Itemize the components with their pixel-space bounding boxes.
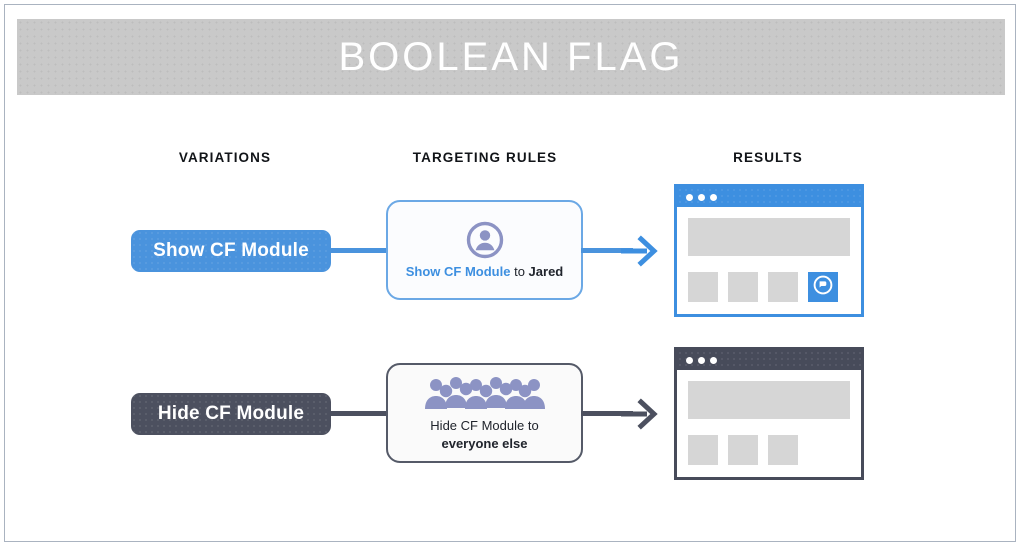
flag-row-show: Show CF Module Show CF Module to Jared <box>5 180 1017 330</box>
column-header-variations: VARIATIONS <box>178 150 272 165</box>
browser-titlebar <box>677 350 861 370</box>
content-tile <box>768 435 798 465</box>
content-tile <box>688 435 718 465</box>
window-dot-icon <box>710 193 717 201</box>
content-tile <box>728 435 758 465</box>
person-circle-icon <box>465 220 505 260</box>
content-tile-flagged <box>808 272 838 302</box>
targeting-rule-card-hide[interactable]: Hide CF Module to everyone else <box>386 363 583 463</box>
content-tile <box>688 272 718 302</box>
window-dot-icon <box>698 356 705 364</box>
content-tile <box>768 272 798 302</box>
variation-pill-hide[interactable]: Hide CF Module <box>131 393 331 435</box>
content-placeholder-hero <box>688 381 850 419</box>
column-header-results: RESULTS <box>733 150 803 165</box>
targeting-rule-text-hide: Hide CF Module to everyone else <box>422 417 546 452</box>
banner: BOOLEAN FLAG <box>17 19 1005 95</box>
rule-target-name: Jared <box>528 263 564 279</box>
targeting-rule-text-show: Show CF Module to Jared <box>398 263 572 281</box>
flag-row-hide: Hide CF Module <box>5 343 1017 493</box>
window-dot-icon <box>686 193 693 201</box>
connector-line-right <box>581 248 633 253</box>
window-dot-icon <box>710 356 717 364</box>
window-dot-icon <box>698 193 705 201</box>
connector-line-left <box>331 411 389 416</box>
column-header-targeting-rules: TARGETING RULES <box>412 150 558 165</box>
flag-circle-icon <box>812 274 834 301</box>
rule-variation-name: Show CF Module <box>405 263 511 279</box>
result-browser-hide <box>674 347 864 480</box>
flow-arrow-show <box>617 230 659 272</box>
variation-pill-label: Show CF Module <box>153 240 309 261</box>
window-dot-icon <box>686 356 693 364</box>
connector-line-left <box>331 248 389 253</box>
content-tile-group <box>688 272 850 302</box>
rule-connector-word: to <box>510 263 529 279</box>
rule-connector-word: Hide CF Module to <box>430 417 539 433</box>
browser-body <box>677 370 861 465</box>
banner-title: BOOLEAN FLAG <box>338 35 684 79</box>
rule-target-name: everyone else <box>441 435 528 451</box>
flow-arrow-hide <box>617 393 659 435</box>
targeting-rule-card-show[interactable]: Show CF Module to Jared <box>386 200 583 300</box>
variation-pill-show[interactable]: Show CF Module <box>131 230 331 272</box>
crowd-icon <box>422 374 548 414</box>
result-browser-show <box>674 184 864 317</box>
content-tile-group <box>688 435 850 465</box>
diagram-frame: BOOLEAN FLAG VARIATIONS TARGETING RULES … <box>4 4 1016 542</box>
content-tile <box>728 272 758 302</box>
browser-titlebar <box>677 187 861 207</box>
browser-body <box>677 207 861 302</box>
variation-pill-label: Hide CF Module <box>157 403 305 424</box>
connector-line-right <box>581 411 633 416</box>
content-placeholder-hero <box>688 218 850 256</box>
